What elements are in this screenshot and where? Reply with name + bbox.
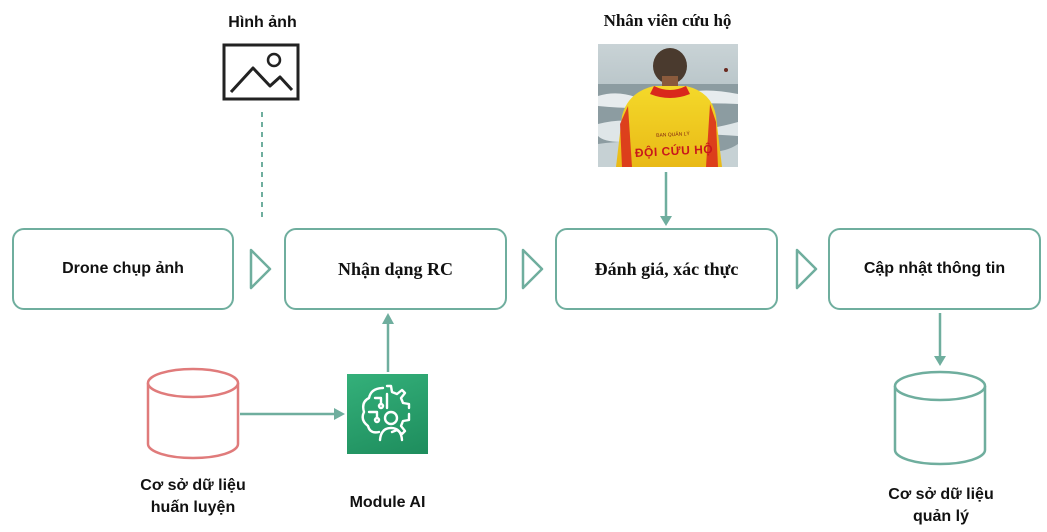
step-drone-capture: Drone chụp ảnh: [12, 228, 234, 310]
database-icon: [146, 367, 240, 460]
management-db-line2: quản lý: [912, 508, 969, 525]
management-db-line1: Cơ sở dữ liệu: [888, 486, 994, 503]
chevron-right-icon: [521, 248, 544, 290]
step-label: Cập nhật thông tin: [863, 260, 1006, 277]
ai-brain-icon: [347, 374, 428, 454]
management-db-label: Cơ sở dữ liệu quản lý: [848, 484, 1034, 528]
chevron-right-icon: [249, 248, 272, 290]
step-rc-recognition: Nhận dạng RC: [284, 228, 507, 310]
step-label: Drone chụp ảnh: [62, 260, 184, 277]
step-evaluate-verify: Đánh giá, xác thực: [555, 228, 778, 310]
training-db-line1: Cơ sở dữ liệu: [140, 477, 246, 494]
image-icon: [222, 43, 300, 101]
ai-module-label: Module AI: [349, 494, 426, 511]
step-update-info: Cập nhật thông tin: [828, 228, 1041, 310]
step-label: Đánh giá, xác thực: [594, 258, 739, 279]
training-db-line2: huấn luyện: [150, 499, 236, 516]
rescuer-label: Nhân viên cứu hộ: [603, 11, 732, 30]
chevron-right-icon: [795, 248, 818, 290]
database-icon: [893, 370, 987, 466]
rescuer-photo: BAN QUẢN LÝ ĐỘI CỨU HỘ: [598, 44, 738, 167]
image-label: Hình ảnh: [228, 14, 297, 31]
training-db-label: Cơ sở dữ liệu huấn luyện: [100, 475, 286, 519]
step-label: Nhận dạng RC: [337, 258, 454, 279]
